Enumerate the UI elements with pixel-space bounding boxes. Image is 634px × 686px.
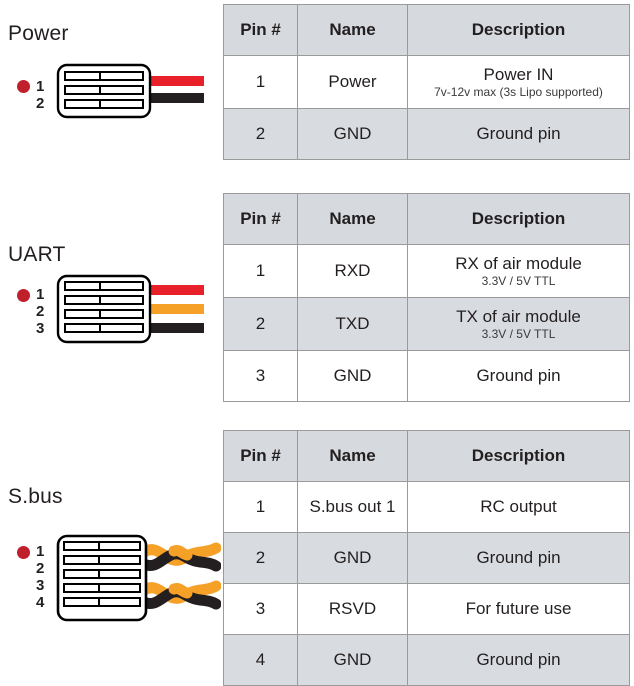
cell-name: GND	[297, 532, 408, 584]
column-header-name: Name	[297, 430, 408, 482]
cell-pin: 3	[223, 350, 298, 402]
table-row: 1 RXD RX of air module 3.3V / 5V TTL	[223, 244, 630, 298]
table-row: 4 GND Ground pin	[223, 634, 630, 686]
cell-description: RC output	[407, 481, 630, 533]
cell-pin: 1	[223, 244, 298, 298]
wire-red	[148, 285, 204, 295]
cell-description: Ground pin	[407, 108, 630, 160]
cell-name: RXD	[297, 244, 408, 298]
uart-illustration: UART 1 2 3	[0, 193, 220, 398]
pin-number: 3	[36, 320, 45, 337]
pin-number: 1	[36, 78, 45, 95]
table-header-row: Pin # Name Description	[223, 4, 630, 56]
table-row: 2 GND Ground pin	[223, 108, 630, 160]
pin-number: 1	[36, 286, 45, 303]
table-header-row: Pin # Name Description	[223, 430, 630, 482]
section-label-sbus: S.bus	[8, 485, 63, 508]
table-row: 2 TXD TX of air module 3.3V / 5V TTL	[223, 297, 630, 351]
pin-number: 2	[36, 560, 45, 577]
description-sub: 3.3V / 5V TTL	[481, 274, 556, 288]
column-header-description: Description	[407, 430, 630, 482]
cell-description: For future use	[407, 583, 630, 635]
sbus-illustration: S.bus 1 2 3 4	[0, 430, 221, 685]
sbus-pin-numbers: 1 2 3 4	[36, 543, 44, 611]
cell-name: GND	[297, 350, 408, 402]
cell-description: Ground pin	[407, 532, 630, 584]
wire-orange	[148, 304, 204, 314]
column-header-pin: Pin #	[223, 4, 298, 56]
section-label-power: Power	[8, 22, 69, 45]
cell-name: TXD	[297, 297, 408, 351]
section-power: Power 1 2 Pin # N	[0, 0, 634, 175]
section-sbus: S.bus 1 2 3 4	[0, 430, 634, 686]
description-sub: 7v-12v max (3s Lipo supported)	[434, 85, 603, 99]
wire-black	[148, 323, 204, 333]
twisted-pair-lower	[138, 580, 221, 610]
twisted-pair-upper	[138, 542, 221, 572]
table-row: 3 RSVD For future use	[223, 583, 630, 635]
wire-red	[148, 76, 204, 86]
cell-name: RSVD	[297, 583, 408, 635]
section-uart: UART 1 2 3	[0, 193, 634, 402]
cell-name: GND	[297, 634, 408, 686]
column-header-description: Description	[407, 4, 630, 56]
column-header-pin: Pin #	[223, 430, 298, 482]
power-pin-numbers: 1 2	[36, 78, 44, 112]
table-row: 2 GND Ground pin	[223, 532, 630, 584]
cell-description: Ground pin	[407, 350, 630, 402]
sbus-pin-table: Pin # Name Description 1 S.bus out 1 RC …	[223, 430, 630, 686]
table-row: 1 S.bus out 1 RC output	[223, 481, 630, 533]
pin1-marker-dot	[17, 80, 30, 93]
cell-pin: 1	[223, 55, 298, 109]
cell-pin: 4	[223, 634, 298, 686]
cell-name: Power	[297, 55, 408, 109]
uart-connector-graphic	[56, 274, 206, 346]
pin-number: 2	[36, 95, 45, 112]
description-main: RX of air module	[455, 254, 582, 273]
cell-pin: 2	[223, 532, 298, 584]
cell-pin: 3	[223, 583, 298, 635]
power-pin-table: Pin # Name Description 1 Power Power IN …	[223, 4, 630, 160]
cell-pin: 2	[223, 108, 298, 160]
column-header-description: Description	[407, 193, 630, 245]
cell-description: TX of air module 3.3V / 5V TTL	[407, 297, 630, 351]
table-header-row: Pin # Name Description	[223, 193, 630, 245]
column-header-name: Name	[297, 4, 408, 56]
cell-name: S.bus out 1	[297, 481, 408, 533]
table-row: 1 Power Power IN 7v-12v max (3s Lipo sup…	[223, 55, 630, 109]
pin-number: 2	[36, 303, 45, 320]
power-illustration: Power 1 2	[0, 0, 220, 175]
table-row: 3 GND Ground pin	[223, 350, 630, 402]
cell-pin: 1	[223, 481, 298, 533]
pin1-marker-dot	[17, 546, 30, 559]
description-main: TX of air module	[456, 307, 581, 326]
uart-pin-numbers: 1 2 3	[36, 286, 44, 337]
uart-pin-table: Pin # Name Description 1 RXD RX of air m…	[223, 193, 630, 402]
pin1-marker-dot	[17, 289, 30, 302]
description-sub: 3.3V / 5V TTL	[481, 327, 556, 341]
section-label-uart: UART	[8, 243, 66, 266]
cell-description: Power IN 7v-12v max (3s Lipo supported)	[407, 55, 630, 109]
cell-pin: 2	[223, 297, 298, 351]
column-header-pin: Pin #	[223, 193, 298, 245]
column-header-name: Name	[297, 193, 408, 245]
pin-number: 1	[36, 543, 45, 560]
pin-number: 3	[36, 577, 45, 594]
pin-number: 4	[36, 594, 45, 611]
wire-black	[148, 93, 204, 103]
cell-description: Ground pin	[407, 634, 630, 686]
power-connector-graphic	[56, 63, 206, 123]
cell-description: RX of air module 3.3V / 5V TTL	[407, 244, 630, 298]
cell-name: GND	[297, 108, 408, 160]
sbus-connector-graphic	[56, 534, 221, 624]
description-main: Power IN	[483, 65, 554, 84]
